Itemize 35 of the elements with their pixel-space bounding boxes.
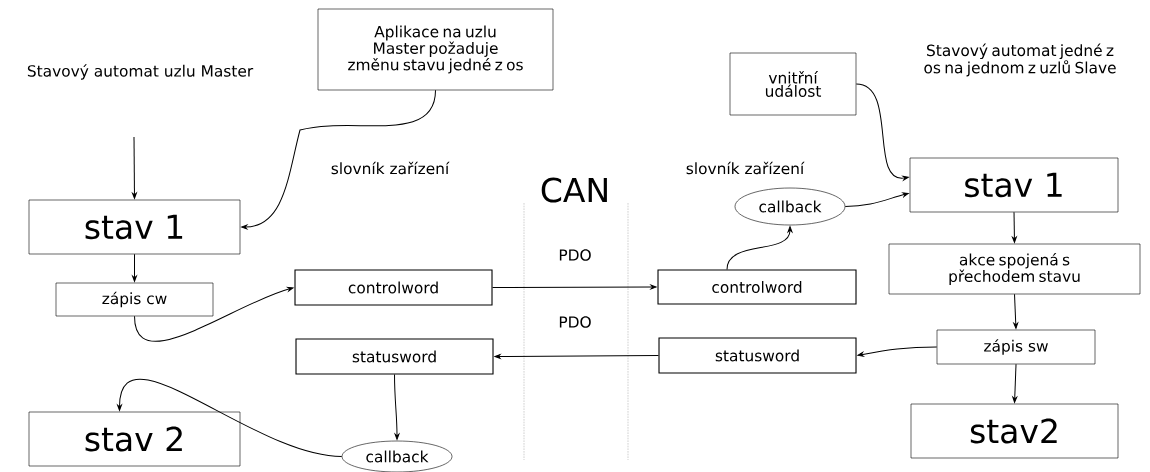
edge-label: PDO	[557, 315, 593, 329]
arrow	[132, 253, 137, 282]
process-box: statusword	[658, 337, 857, 374]
arrow	[844, 192, 909, 207]
process-box: akce spojená s přechodem stavu	[888, 243, 1141, 295]
section-label: slovník zařízení	[686, 161, 805, 175]
arrow	[857, 346, 938, 357]
process-box: stav 2	[28, 411, 241, 467]
arrow	[132, 136, 137, 199]
process-box: zápis cw	[55, 282, 214, 317]
arrow	[241, 89, 436, 230]
arrow	[1012, 211, 1017, 243]
arrow	[394, 374, 400, 440]
section-label: slovník zařízení	[331, 161, 450, 175]
heading-text: Stavový automat jedné z os na jednom z uzlů Slave	[924, 43, 1116, 77]
process-box: stav2	[910, 403, 1119, 459]
bus-label: CAN	[541, 177, 607, 203]
process-box: stav 1	[909, 157, 1119, 213]
arrow	[134, 286, 294, 342]
process-box: vnitřní událost	[729, 52, 857, 116]
process-box: stav 1	[28, 199, 241, 255]
arrow	[855, 83, 909, 181]
process-box: statusword	[295, 338, 494, 375]
arrow	[117, 378, 343, 457]
heading-text: Stavový automat uzlu Master	[27, 64, 254, 80]
process-box: controlword	[657, 269, 857, 305]
arrow	[1013, 293, 1019, 329]
process-box: controlword	[294, 269, 493, 306]
arrow	[492, 284, 657, 290]
edge-label: PDO	[557, 248, 593, 262]
arrow	[1012, 363, 1018, 403]
process-box: Aplikace na uzlu Master požaduje změnu stavu jedné z os	[317, 8, 554, 91]
process-box: zápis sw	[936, 329, 1096, 365]
arrow	[494, 354, 659, 359]
arrow	[726, 226, 793, 270]
